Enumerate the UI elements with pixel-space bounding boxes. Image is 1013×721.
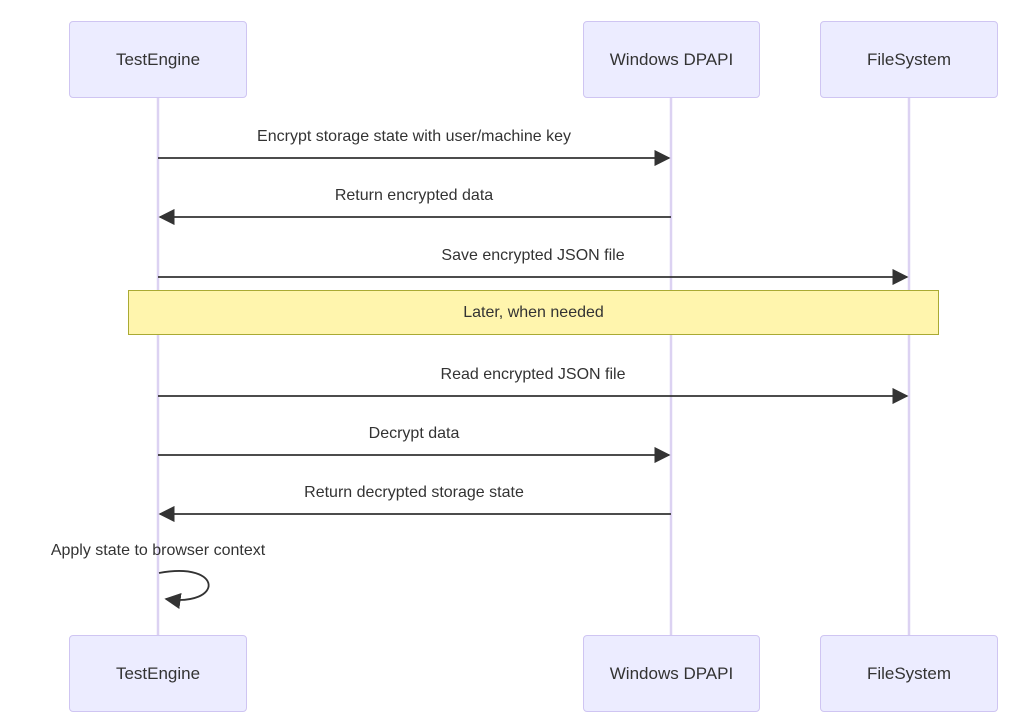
actor-label: TestEngine <box>115 663 201 683</box>
note-label: Later, when needed <box>463 303 604 321</box>
actor-label: FileSystem <box>866 663 952 683</box>
actor-top-filesystem: FileSystem <box>820 21 998 98</box>
message-label-decrypt-data: Decrypt data <box>368 425 460 442</box>
message-label-return-encrypted-data: Return encrypted data <box>334 187 494 204</box>
message-label-apply-state-self: Apply state to browser context <box>50 542 266 559</box>
message-label-read-encrypted-json: Read encrypted JSON file <box>440 366 626 383</box>
actor-bottom-filesystem: FileSystem <box>820 635 998 712</box>
actor-top-testengine: TestEngine <box>69 21 247 98</box>
actor-label: Windows DPAPI <box>609 663 734 683</box>
message-label-encrypt-storage-state: Encrypt storage state with user/machine … <box>257 128 571 145</box>
actor-label: FileSystem <box>866 49 952 69</box>
note-later-when-needed: Later, when needed <box>128 290 939 335</box>
message-label-return-decrypted-storage-state: Return decrypted storage state <box>304 484 524 501</box>
actor-top-windows-dpapi: Windows DPAPI <box>583 21 760 98</box>
actor-bottom-windows-dpapi: Windows DPAPI <box>583 635 760 712</box>
message-label-save-encrypted-json: Save encrypted JSON file <box>441 247 625 264</box>
actor-label: Windows DPAPI <box>609 49 734 69</box>
arrow-self-apply-state <box>158 570 210 610</box>
actor-bottom-testengine: TestEngine <box>69 635 247 712</box>
actor-label: TestEngine <box>115 49 201 69</box>
